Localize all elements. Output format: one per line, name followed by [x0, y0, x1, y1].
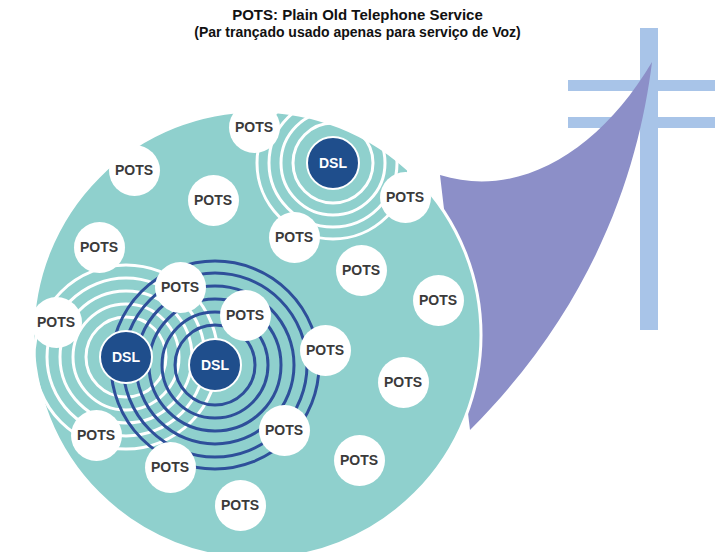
- node-label: POTS: [419, 292, 457, 308]
- node-label: POTS: [340, 452, 378, 468]
- interference-rings: [34, 87, 409, 469]
- pots-circle: POTS: [145, 442, 196, 493]
- pots-circle: POTS: [334, 435, 385, 486]
- node-label: POTS: [275, 229, 313, 245]
- node-label: POTS: [221, 497, 259, 513]
- pots-circle: POTS: [378, 357, 429, 408]
- pots-circle: POTS: [229, 102, 280, 153]
- pots-circle: POTS: [155, 262, 206, 313]
- subtitle: (Par trançado usado apenas para serviço …: [0, 24, 715, 40]
- node-label: POTS: [342, 262, 380, 278]
- node-label: POTS: [161, 279, 199, 295]
- pots-circle: POTS: [31, 297, 82, 348]
- pots-circle: POTS: [269, 212, 320, 263]
- pots-circle: POTS: [71, 410, 122, 461]
- node-label: POTS: [80, 239, 118, 255]
- node-label: POTS: [235, 119, 273, 135]
- node-label: POTS: [151, 459, 189, 475]
- node-label: POTS: [384, 374, 422, 390]
- node-label: DSL: [319, 155, 347, 171]
- pots-circle: POTS: [188, 175, 239, 226]
- node-label: POTS: [226, 307, 264, 323]
- pots-circle: POTS: [300, 325, 351, 376]
- pots-circle: POTS: [74, 222, 125, 273]
- pots-circle: POTS: [109, 145, 160, 196]
- node-label: POTS: [77, 427, 115, 443]
- pots-circle: POTS: [336, 245, 387, 296]
- pots-circle: POTS: [380, 172, 431, 223]
- node-label: DSL: [201, 357, 229, 373]
- node-label: POTS: [265, 422, 303, 438]
- node-label: POTS: [194, 192, 232, 208]
- node-label: POTS: [37, 314, 75, 330]
- diagram-title: POTS: Plain Old Telephone Service: [0, 6, 715, 23]
- node-label: POTS: [115, 162, 153, 178]
- pots-circle: POTS: [413, 275, 464, 326]
- node-label: POTS: [386, 189, 424, 205]
- pots-circle: POTS: [259, 405, 310, 456]
- dsl-circle: DSL: [99, 330, 153, 384]
- dsl-circle: DSL: [306, 136, 360, 190]
- pots-circle: POTS: [215, 480, 266, 531]
- pots-circle: POTS: [220, 290, 271, 341]
- node-label: DSL: [112, 349, 140, 365]
- dsl-circle: DSL: [188, 338, 242, 392]
- node-label: POTS: [306, 342, 344, 358]
